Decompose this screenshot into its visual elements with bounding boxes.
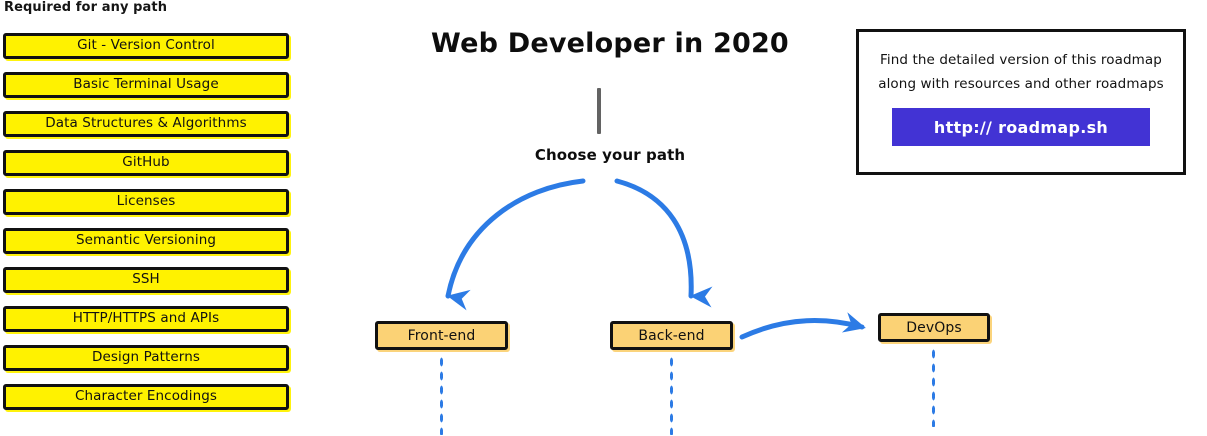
front-end-dotted-connector [439,355,444,435]
required-topic-label: Character Encodings [74,388,218,405]
required-topic-list: Git - Version Control Basic Terminal Usa… [3,33,289,423]
required-topic-github[interactable]: GitHub [3,150,289,176]
path-node-devops[interactable]: DevOps [878,313,990,427]
roadmap-sh-link-label: http:// roadmap.sh [933,117,1109,137]
path-node-label: DevOps [906,319,962,336]
arrow-back-end-to-devops [739,312,866,340]
required-for-any-path-section: Required for any path Git - Version Cont… [0,0,300,436]
arrow-to-back-end [614,178,713,308]
back-end-dotted-connector [669,355,674,435]
required-topic-label: Git - Version Control [77,37,215,54]
required-topic-git-version-control[interactable]: Git - Version Control [3,33,289,59]
required-topic-design-patterns[interactable]: Design Patterns [3,345,289,371]
info-card-line-1: Find the detailed version of this roadma… [880,52,1162,68]
required-topic-data-structures-algorithms[interactable]: Data Structures & Algorithms [3,111,289,137]
back-end-box[interactable]: Back-end [610,321,733,350]
path-node-back-end[interactable]: Back-end [610,321,733,435]
title-connector-line [597,88,601,134]
required-topic-label: GitHub [122,154,170,171]
devops-box[interactable]: DevOps [878,313,990,342]
devops-dotted-connector [931,347,936,427]
path-node-label: Front-end [407,327,476,344]
front-end-box[interactable]: Front-end [375,321,508,350]
info-card-line-2: along with resources and other roadmaps [878,75,1164,92]
arrow-to-front-end [445,178,586,311]
path-node-label: Back-end [638,327,705,344]
required-topic-basic-terminal-usage[interactable]: Basic Terminal Usage [3,72,289,98]
path-node-front-end[interactable]: Front-end [375,321,508,435]
roadmap-sh-link-button[interactable]: http:// roadmap.sh [892,108,1150,147]
required-topic-semantic-versioning[interactable]: Semantic Versioning [3,228,289,254]
required-topic-label: Semantic Versioning [75,232,217,249]
choose-your-path-label: Choose your path [534,146,686,164]
required-section-heading: Required for any path [4,0,168,15]
required-topic-http-https-and-apis[interactable]: HTTP/HTTPS and APIs [3,306,289,332]
required-topic-label: SSH [132,271,160,288]
required-topic-label: Basic Terminal Usage [73,76,219,93]
required-topic-label: HTTP/HTTPS and APIs [72,310,220,327]
page-title: Web Developer in 2020 [431,28,789,59]
required-topic-ssh[interactable]: SSH [3,267,289,293]
required-topic-label: Design Patterns [91,349,200,366]
required-topic-character-encodings[interactable]: Character Encodings [3,384,289,410]
required-topic-licenses[interactable]: Licenses [3,189,289,215]
roadmap-info-card: Find the detailed version of this roadma… [856,29,1186,175]
required-topic-label: Data Structures & Algorithms [45,115,247,132]
required-topic-label: Licenses [116,193,176,210]
